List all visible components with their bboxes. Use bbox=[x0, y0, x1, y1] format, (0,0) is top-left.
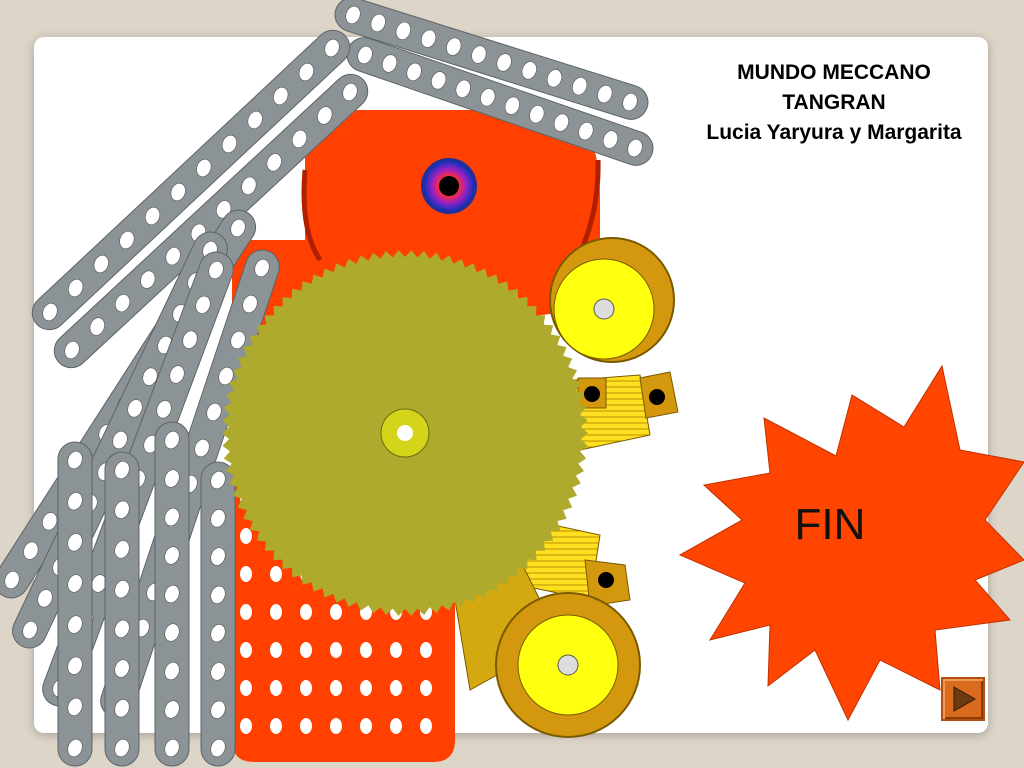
fin-starburst bbox=[678, 364, 1024, 722]
title-line-1: MUNDO MECCANO bbox=[737, 61, 931, 84]
olive-gear bbox=[222, 250, 588, 616]
fin-label: FIN bbox=[794, 500, 866, 549]
yellow-bracket-upper bbox=[574, 371, 679, 451]
yellow-wheel-lower bbox=[495, 592, 641, 738]
title-block: MUNDO MECCANO TANGRAN Lucia Yaryura y Ma… bbox=[660, 58, 1008, 148]
play-right-arrow-icon bbox=[953, 686, 977, 712]
next-slide-button[interactable] bbox=[941, 677, 985, 721]
title-line-3: Lucia Yaryura y Margarita bbox=[706, 121, 962, 144]
eye-icon bbox=[421, 158, 477, 214]
title-line-2: TANGRAN bbox=[782, 91, 886, 114]
yellow-wheel-upper bbox=[549, 237, 675, 363]
gray-meccano-strips bbox=[0, 0, 654, 767]
